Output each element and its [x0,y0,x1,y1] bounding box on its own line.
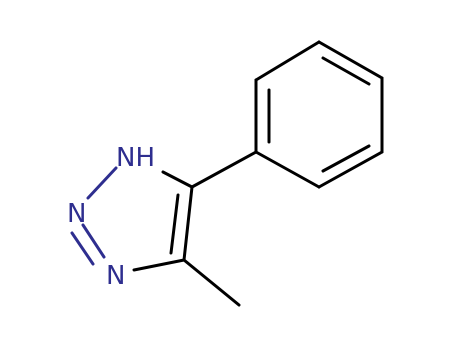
bond-ring-5 [254,150,321,189]
bond-ring-1 [254,40,321,82]
bond-n2-n3-inner [70,231,95,266]
bond-n2-n3 [81,223,106,259]
bond-methyl [182,258,241,307]
bond-ring-inner-1 [321,56,371,86]
bond-c5-n1 [161,170,194,189]
phenyl-ring [254,40,384,189]
bond-ring-2 [317,40,384,80]
bond-c5-c4 [182,185,194,262]
atom-label-n2: N [67,199,86,229]
atom-label-n3: N [106,261,125,291]
bond-n1-n2 [86,166,118,200]
bond-c5-c4-inner [169,193,180,255]
bond-ring-4 [317,150,384,189]
bond-ring-inner-2 [321,144,371,173]
bond-phenyl-c5 [190,150,258,189]
atom-label-nh: NH [116,143,155,173]
triazole-ring [70,166,194,272]
bond-c4-n3 [132,258,186,272]
